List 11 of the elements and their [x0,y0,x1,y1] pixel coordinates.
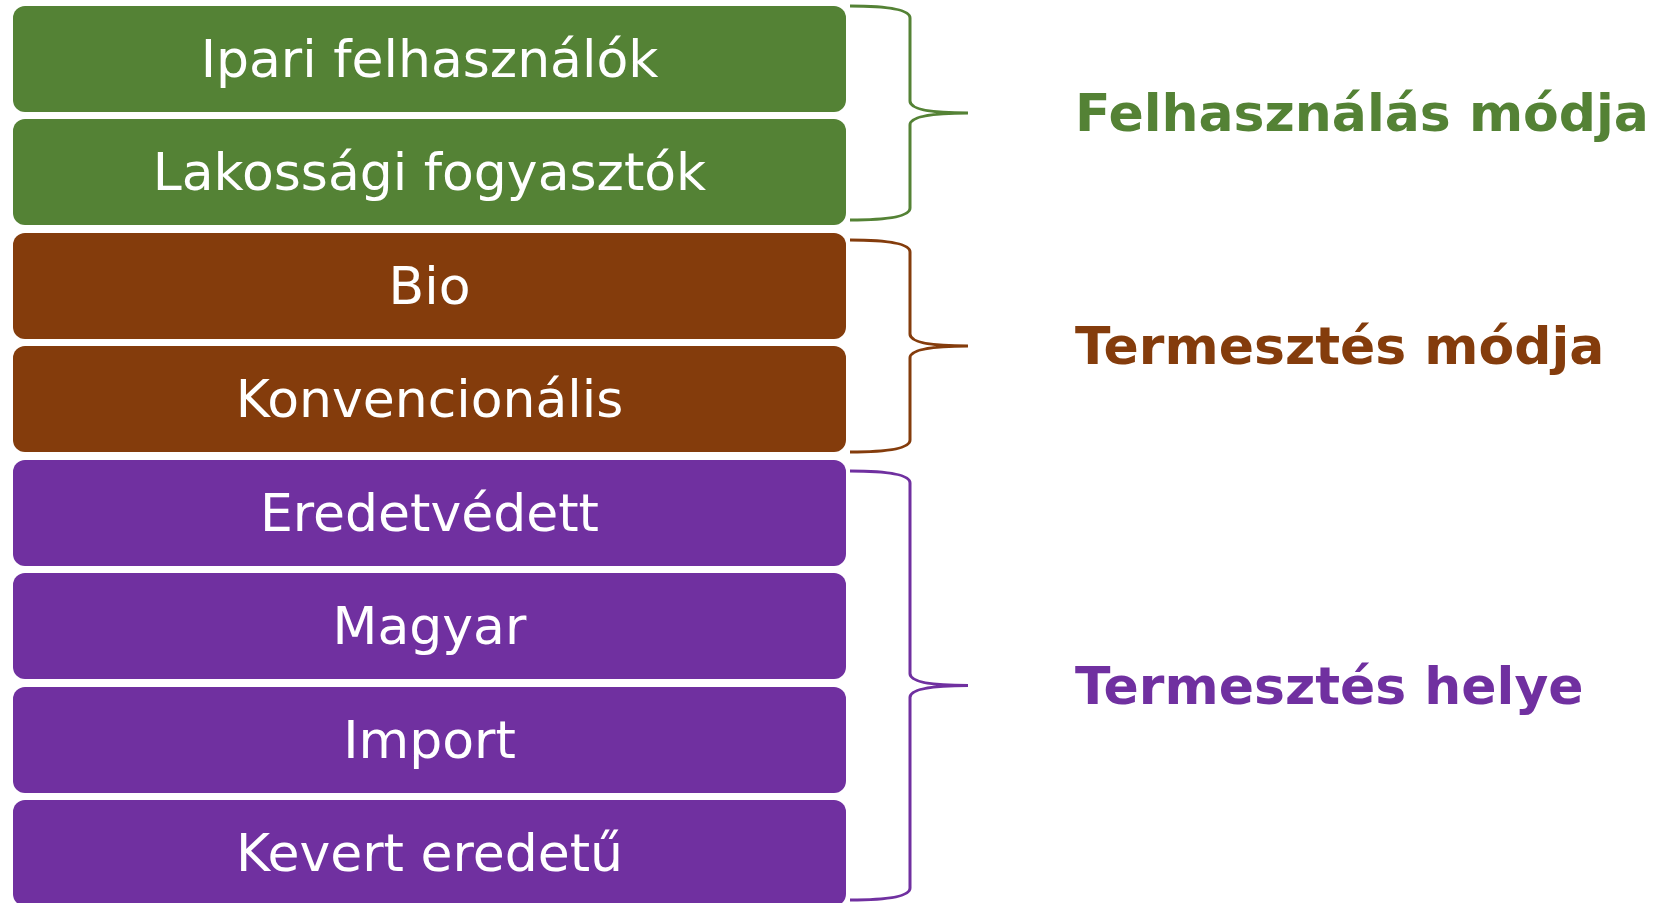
category-box: Import [13,687,846,793]
category-box: Kevert eredetű [13,800,846,903]
category-box: Magyar [13,573,846,679]
group-label: Termesztés helye [1075,655,1584,716]
category-box: Bio [13,233,846,339]
group-label: Termesztés módja [1075,316,1605,376]
group-label: Felhasználás módja [1075,83,1649,143]
category-box: Lakossági fogyasztók [13,119,846,225]
category-box: Eredetvédett [13,460,846,566]
category-box: Konvencionális [13,346,846,452]
category-box: Ipari felhasználók [13,6,846,112]
